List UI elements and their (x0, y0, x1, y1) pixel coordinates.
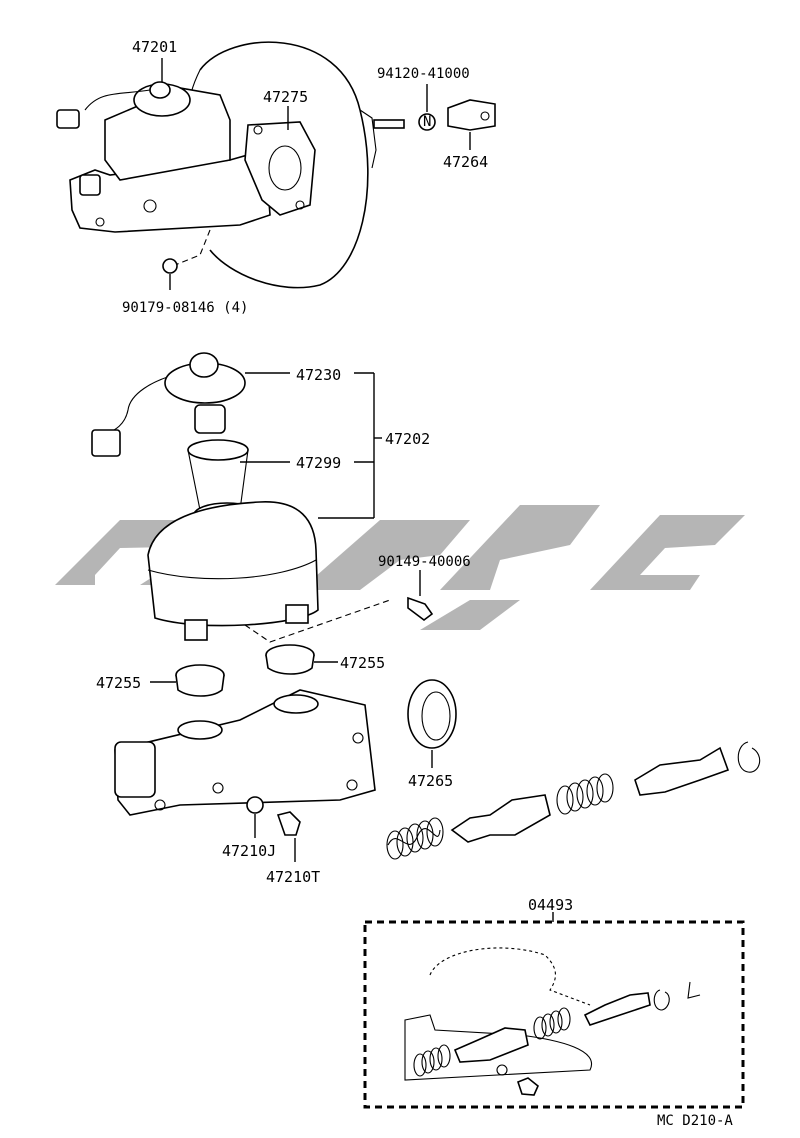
reservoir-tank (147, 501, 319, 627)
part-labels: 47201 47275 94120-41000 47264 90179-0814… (96, 38, 733, 1129)
label-47264: 47264 (443, 153, 488, 171)
bolt-47210T (276, 811, 301, 836)
cylinder-body-assembly (114, 644, 457, 862)
screw-90149 (407, 596, 434, 621)
lock-nut-94120 (418, 113, 436, 131)
snap-ring (737, 741, 761, 773)
connector-plug (56, 109, 80, 129)
label-47275: 47275 (263, 88, 308, 106)
svg-text:N: N (423, 114, 431, 130)
label-94120-41000: 94120-41000 (377, 66, 470, 82)
kit-springs (413, 1007, 571, 1077)
label-47201: 47201 (132, 38, 177, 56)
seal-47265 (407, 679, 457, 749)
label-04493: 04493 (528, 896, 573, 914)
spring-left (386, 817, 444, 860)
connector-plug-2 (91, 429, 121, 457)
gasket-47210J (246, 796, 264, 814)
label-90179-08146: 90179-08146 (4) (122, 300, 248, 316)
piston-assembly (386, 741, 761, 860)
reservoir-assembly (91, 352, 434, 643)
leader-lines-middle (240, 372, 421, 596)
label-47202: 47202 (385, 430, 430, 448)
gasket-47275 (244, 121, 316, 216)
clevis-47264 (447, 99, 496, 131)
kit-box (363, 912, 745, 1109)
cylinder-body-47210 (114, 689, 376, 816)
strainer-47299 (187, 439, 249, 461)
leader-lines-top (161, 58, 471, 290)
label-47299: 47299 (296, 454, 341, 472)
label-90149-40006: 90149-40006 (378, 554, 471, 570)
secondary-piston (450, 794, 551, 843)
label-47210J: 47210J (222, 842, 276, 860)
brake-booster-assembly: N (56, 41, 496, 289)
nut-90179 (162, 258, 178, 274)
spring-right (556, 773, 614, 815)
primary-piston (634, 746, 730, 796)
label-47265: 47265 (408, 772, 453, 790)
label-47230: 47230 (296, 366, 341, 384)
label-47255-left: 47255 (96, 674, 141, 692)
diagram-code: MC D210-A (657, 1113, 733, 1129)
label-47210T: 47210T (266, 868, 320, 886)
master-cylinder-assembly (69, 148, 271, 233)
label-47255-right: 47255 (340, 654, 385, 672)
